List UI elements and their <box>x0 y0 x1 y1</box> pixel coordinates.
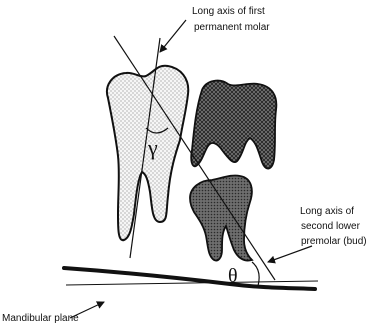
gamma-symbol: γ <box>147 135 158 160</box>
premolar-axis-label-line3: premolar (bud) <box>301 236 367 247</box>
premolar-axis-label-line2: second lower <box>301 221 361 232</box>
premolar-axis-arrow <box>268 246 312 262</box>
second-premolar-bud <box>190 175 252 260</box>
primary-molar-crown <box>191 81 276 169</box>
molar-axis-arrow <box>160 20 186 52</box>
mandibular-plane-label: Mandibular plane <box>2 313 79 324</box>
premolar-axis-label-line1: Long axis of <box>300 206 354 217</box>
molar-axis-label-line2: permanent molar <box>194 22 270 33</box>
mandibular-plane-curve <box>64 268 315 289</box>
molar-axis-label-line1: Long axis of first <box>192 6 265 17</box>
theta-symbol: θ <box>228 265 238 287</box>
